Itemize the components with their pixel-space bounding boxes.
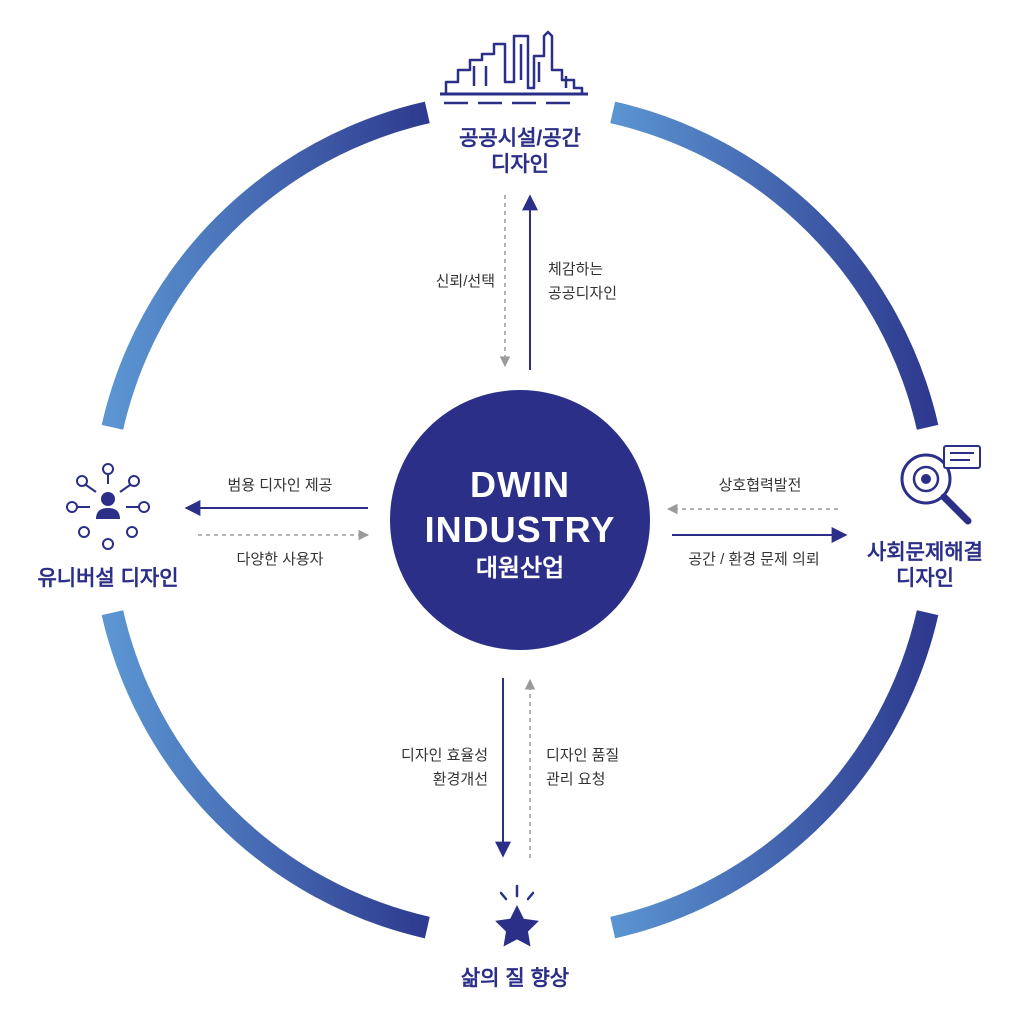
flow-top-down-label: 신뢰/선택 xyxy=(385,270,495,294)
flow-left-out-label: 범용 디자인 제공 xyxy=(200,474,360,498)
ring-arc-bottom-left xyxy=(101,610,430,939)
flow-right-in-label: 상호협력발전 xyxy=(680,474,840,498)
node-bottom-line1: 삶의 질 향상 xyxy=(460,967,570,990)
star-icon xyxy=(495,884,539,947)
ring-arc-top-left xyxy=(101,101,430,430)
node-left-line1: 유니버설 디자인 xyxy=(37,567,179,590)
flow-bottom-down-line1: 디자인 효율성 xyxy=(401,747,488,764)
flow-top-up-label: 체감하는 공공디자인 xyxy=(548,258,668,306)
flow-left-in-label: 다양한 사용자 xyxy=(200,548,360,572)
flow-left-out-line1: 범용 디자인 제공 xyxy=(227,477,333,494)
center-title-line1: DWIN xyxy=(470,464,570,505)
ring-arc-bottom-right xyxy=(610,610,939,939)
center-title-line2: INDUSTRY xyxy=(424,509,616,550)
flow-bottom-down-label: 디자인 효율성 환경개선 xyxy=(360,744,488,792)
node-top-line1: 공공시설/공간 xyxy=(459,127,581,150)
center-title: DWIN INDUSTRY 대원산업 xyxy=(390,462,650,584)
flow-right-out-line1: 공간 / 환경 문제 의뢰 xyxy=(688,551,820,568)
city-skyline-icon xyxy=(440,30,588,105)
flow-top-up-line1: 체감하는 xyxy=(548,261,604,278)
flow-bottom-up-line2: 관리 요청 xyxy=(546,771,606,788)
center-title-line3: 대원산업 xyxy=(475,555,565,582)
node-right-line2: 디자인 xyxy=(896,567,954,591)
flow-bottom-down-line2: 환경개선 xyxy=(432,771,488,788)
magnifier-problem-icon xyxy=(900,445,981,525)
node-bottom-title: 삶의 질 향상 xyxy=(400,966,630,992)
flow-left-in-line1: 다양한 사용자 xyxy=(236,551,324,568)
node-left-title: 유니버설 디자인 xyxy=(8,566,208,592)
user-network-icon xyxy=(66,463,150,550)
node-top-title: 공공시설/공간 디자인 xyxy=(400,126,640,179)
ring-arc-top-right xyxy=(610,101,939,430)
flow-right-out-label: 공간 / 환경 문제 의뢰 xyxy=(664,548,844,572)
flow-right-in-line1: 상호협력발전 xyxy=(718,477,802,494)
flow-bottom-up-line1: 디자인 품질 xyxy=(546,747,620,764)
flow-top-up-line2: 공공디자인 xyxy=(548,285,618,302)
node-top-line2: 디자인 xyxy=(491,153,549,177)
node-right-title: 사회문제해결 디자인 xyxy=(830,540,1020,593)
flow-bottom-up-label: 디자인 품질 관리 요청 xyxy=(546,744,666,792)
node-right-line1: 사회문제해결 xyxy=(867,541,983,564)
flow-top-down-line1: 신뢰/선택 xyxy=(435,273,495,290)
outer-ring xyxy=(101,101,939,939)
center-circle xyxy=(390,390,650,650)
